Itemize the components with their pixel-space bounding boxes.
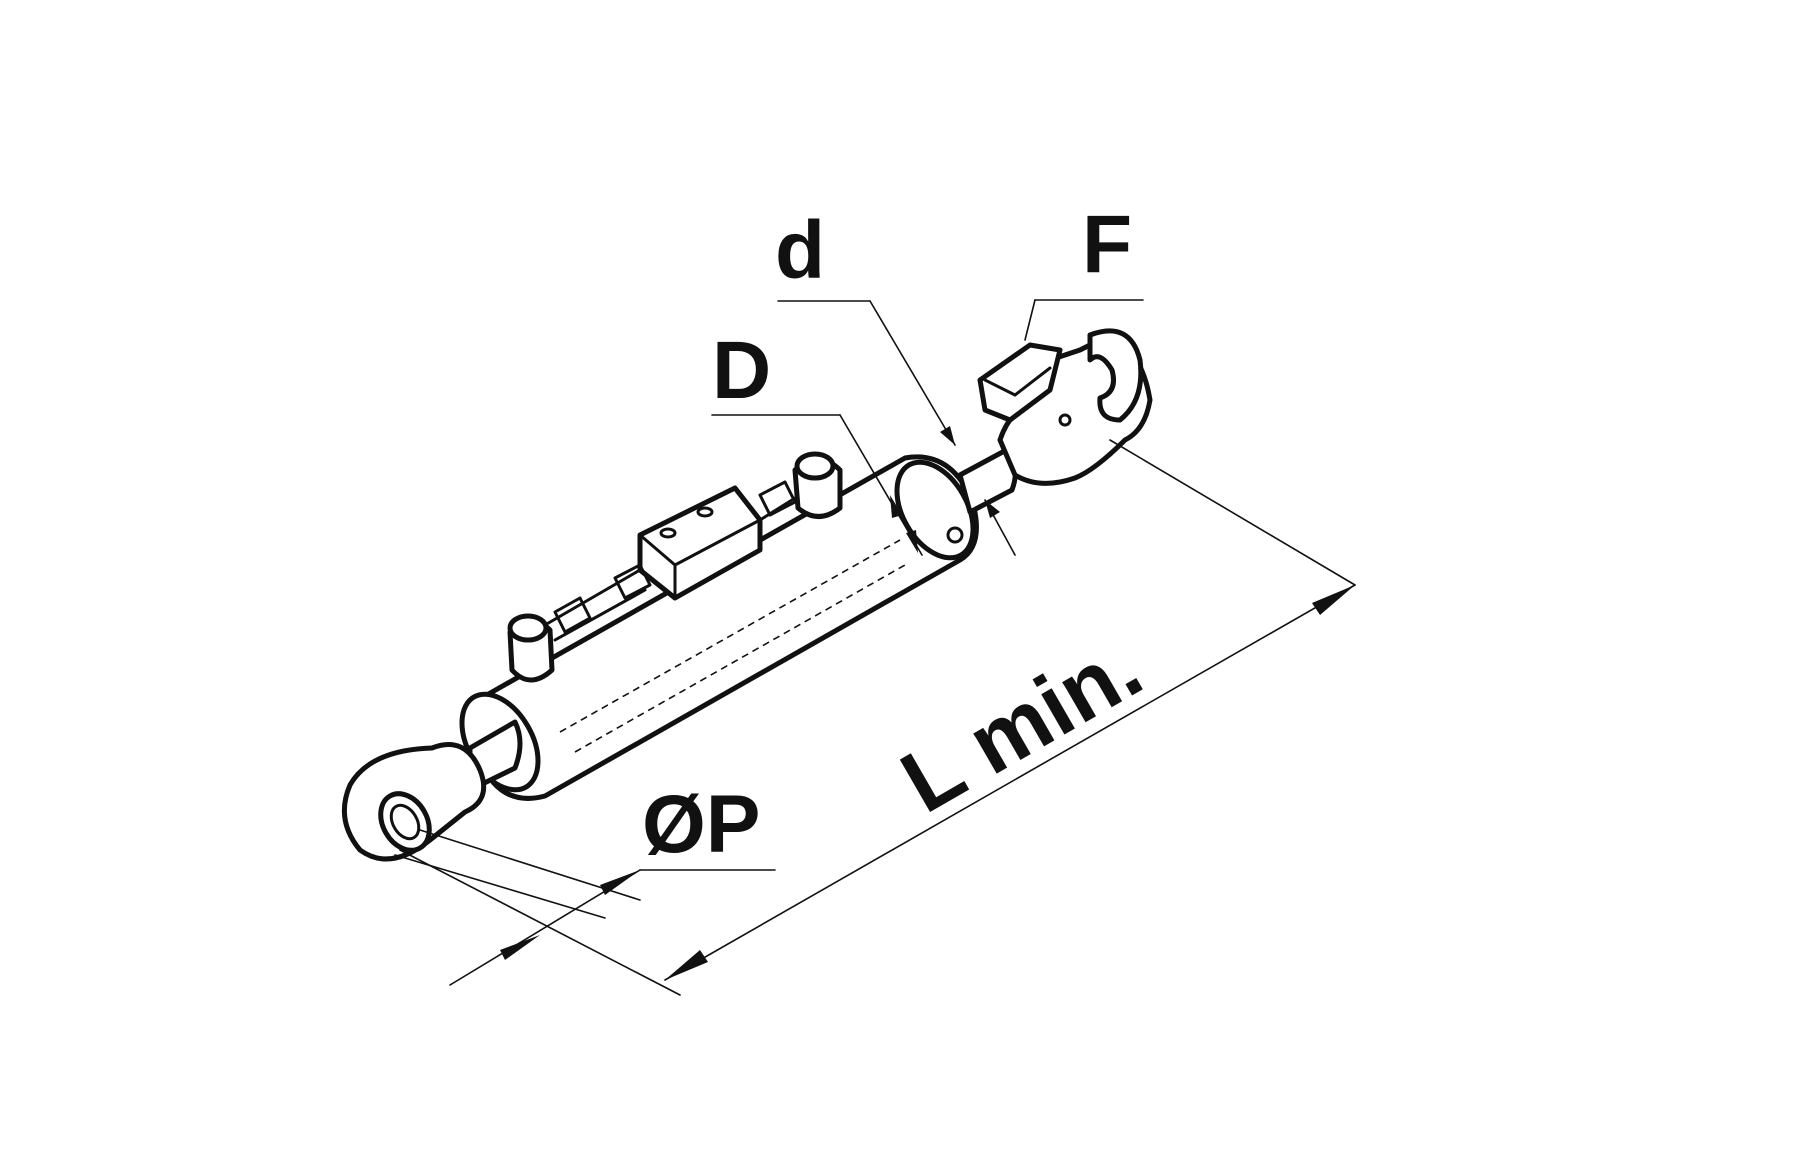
label-L-min: L min.: [885, 617, 1158, 831]
d-leader: [869, 300, 956, 446]
P-arrowhead-1: [500, 935, 540, 960]
L-dimension-line: [664, 584, 1356, 981]
P-arrowhead-2: [600, 870, 640, 895]
F-leader: [1024, 299, 1036, 341]
D-leader: [839, 414, 923, 556]
label-D: D: [712, 325, 771, 416]
d-arrowhead-1: [940, 426, 955, 445]
eye-end: [341, 742, 487, 862]
hose-fittings: [507, 451, 843, 683]
hook-end: [977, 328, 1153, 486]
L-extension-front: [1109, 439, 1356, 586]
label-d: d: [775, 205, 825, 296]
d-arrowhead-2: [985, 500, 1000, 518]
D-arrowhead-1: [890, 495, 902, 518]
L-extension-rear: [399, 849, 681, 996]
label-F: F: [1082, 199, 1132, 290]
hydraulic-cylinder-assembly: [341, 328, 1153, 862]
D-arrowhead-2: [906, 530, 918, 553]
dimension-lines: [394, 299, 1356, 996]
L-arrowhead-front: [1312, 585, 1355, 615]
label-P: ØP: [642, 779, 760, 870]
L-arrowhead-rear: [665, 950, 708, 980]
